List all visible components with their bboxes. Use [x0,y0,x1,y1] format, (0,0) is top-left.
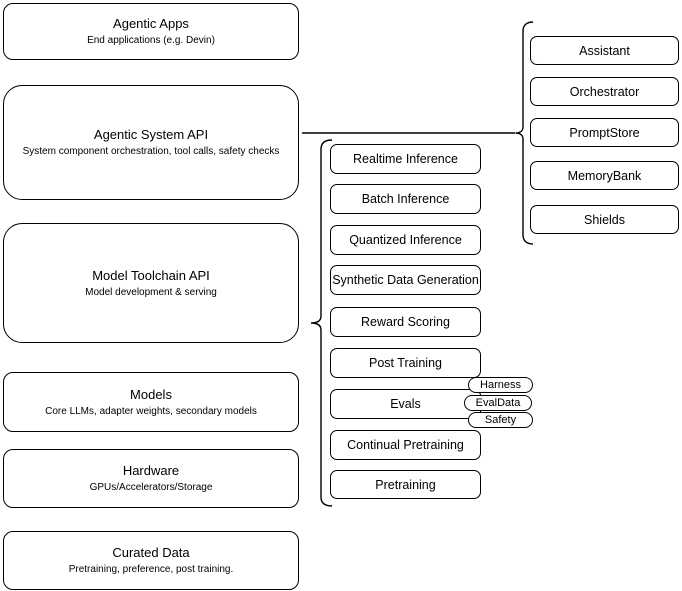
toolchain-group-brace [310,139,333,507]
tag-label: EvalData [475,397,521,409]
node-label: Post Training [369,356,442,370]
node-models: Models Core LLMs, adapter weights, secon… [3,372,299,432]
node-label: Quantized Inference [349,233,462,247]
node-title: Hardware [122,463,180,478]
node-label: Pretraining [375,477,436,492]
node-label: Orchestrator [569,84,640,99]
node-orchestrator: Orchestrator [530,77,679,106]
node-label: Batch Inference [361,192,450,206]
node-realtime-inference: Realtime Inference [330,144,481,174]
node-label: PromptStore [569,125,640,140]
node-label: MemoryBank [567,168,642,183]
node-label: Reward Scoring [361,315,450,329]
node-subtitle: Pretraining, preference, post training. [68,564,234,575]
node-promptstore: PromptStore [530,118,679,147]
node-label: Realtime Inference [353,152,458,166]
tag-label: Safety [484,414,517,426]
node-label: Synthetic Data Generation [332,273,479,287]
node-agentic-system-api: Agentic System API System component orch… [3,85,299,200]
node-pretraining: Pretraining [330,470,481,499]
node-title: Agentic System API [93,127,209,142]
tag-harness: Harness [468,377,533,393]
node-title: Models [130,386,172,402]
node-subtitle: System component orchestration, tool cal… [22,146,280,157]
node-subtitle: Model development & serving [85,286,217,298]
node-model-toolchain-api: Model Toolchain API Model development & … [3,223,299,343]
node-subtitle: Core LLMs, adapter weights, secondary mo… [45,405,257,417]
tag-safety: Safety [468,412,533,428]
node-batch-inference: Batch Inference [330,184,481,214]
node-quantized-inference: Quantized Inference [330,225,481,255]
node-shields: Shields [530,205,679,234]
node-reward-scoring: Reward Scoring [330,307,481,337]
tag-label: Harness [480,379,521,391]
node-memorybank: MemoryBank [530,161,679,190]
node-hardware: Hardware GPUs/Accelerators/Storage [3,449,299,508]
node-continual-pretraining: Continual Pretraining [330,430,481,460]
node-label: Assistant [579,43,630,58]
node-title: Model Toolchain API [92,267,210,283]
node-post-training: Post Training [330,348,481,378]
node-subtitle: GPUs/Accelerators/Storage [89,482,213,493]
node-evals: Evals [330,389,481,419]
node-agentic-apps: Agentic Apps End applications (e.g. Devi… [3,3,299,60]
node-label: Shields [584,212,625,227]
node-label: Evals [390,397,421,411]
node-curated-data: Curated Data Pretraining, preference, po… [3,531,299,590]
node-synthetic-data-generation: Synthetic Data Generation [330,265,481,295]
node-subtitle: End applications (e.g. Devin) [87,35,215,46]
node-assistant: Assistant [530,36,679,65]
tag-evaldata: EvalData [464,395,532,411]
node-label: Continual Pretraining [347,438,464,452]
node-title: Agentic Apps [113,16,189,31]
node-title: Curated Data [112,545,190,560]
